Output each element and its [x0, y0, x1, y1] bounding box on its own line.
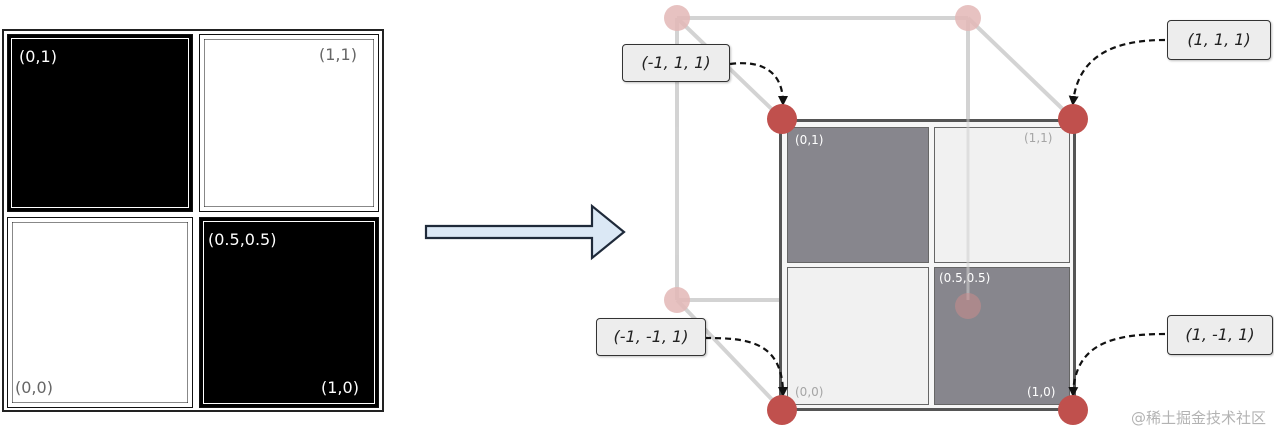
vertex-dot-bottom-left	[767, 395, 797, 425]
vertex-callout-bottom-left: (-1, -1, 1)	[596, 318, 706, 356]
quad-cell-bottom-right	[934, 267, 1070, 405]
texture-cell-top-left	[7, 34, 193, 212]
texture-cell-top-right	[199, 34, 379, 212]
textured-quad	[779, 119, 1076, 411]
cube-front-overlay	[704, 38, 1166, 425]
back-vertex-dot	[955, 293, 981, 319]
texture-label-bottom-right: (1,0)	[321, 378, 359, 397]
vertex-callout-bottom-right: (1, -1, 1)	[1167, 315, 1273, 355]
texture-label-top-left: (0,1)	[19, 47, 57, 66]
quad-label-bottom-right: (1,0)	[1027, 385, 1056, 399]
quad-label-top-left: (0,1)	[795, 133, 824, 147]
quad-cell-bottom-left	[787, 267, 929, 405]
quad-label-bottom-left: (0,0)	[795, 385, 824, 399]
quad-label-top-right: (1,1)	[1024, 131, 1053, 145]
quad-cell-top-right	[934, 127, 1070, 263]
texture-cell-bottom-right	[199, 217, 379, 408]
vertex-dot-bottom-right	[1058, 395, 1088, 425]
texture-label-center: (0.5,0.5)	[208, 230, 277, 249]
quad-cell-top-left	[787, 127, 929, 263]
quad-label-center: (0.5,0.5)	[939, 271, 991, 285]
vertex-dot-top-left	[767, 104, 797, 134]
vertex-dot-top-right	[1058, 104, 1088, 134]
watermark: @稀土掘金技术社区	[1130, 409, 1266, 427]
right-arrow-icon	[424, 203, 626, 261]
texture-label-bottom-left: (0,0)	[15, 378, 53, 397]
texture-cell-bottom-left	[7, 217, 193, 408]
texture-label-top-right: (1,1)	[319, 45, 357, 64]
vertex-callout-top-right: (1, 1, 1)	[1167, 20, 1271, 60]
texture-grid	[2, 29, 384, 412]
vertex-callout-top-left: (-1, 1, 1)	[622, 44, 730, 82]
